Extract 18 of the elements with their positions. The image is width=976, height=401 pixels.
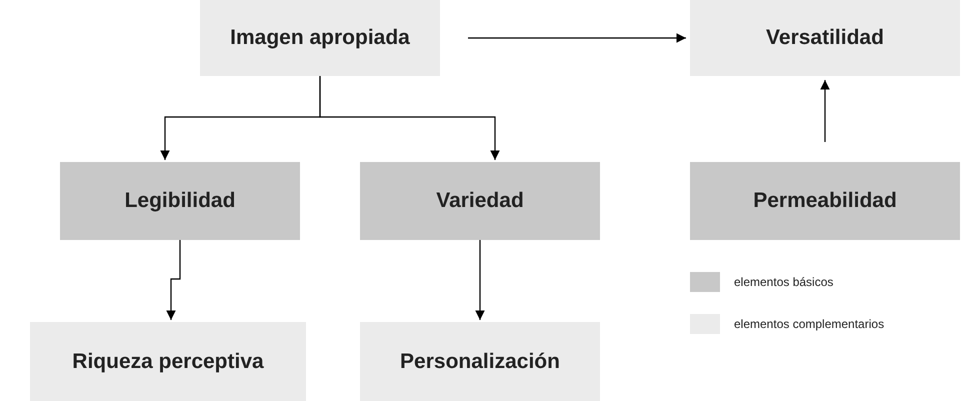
legend-label: elementos básicos [734, 274, 834, 291]
concept-box [690, 162, 960, 240]
arrow [820, 80, 830, 142]
box-label: Versatilidad [766, 25, 884, 52]
box-label: Imagen apropiada [230, 25, 410, 52]
arrow [319, 76, 500, 160]
arrow [475, 240, 485, 320]
arrow [468, 33, 686, 43]
concept-box [200, 0, 440, 76]
concept-box [60, 162, 300, 240]
box-label: Permeabilidad [753, 188, 897, 214]
box-label: Riqueza perceptiva [72, 348, 264, 375]
box-label: Variedad [436, 188, 524, 214]
legend-label: elementos complementarios [734, 316, 884, 333]
box-label: Legibilidad [124, 188, 236, 214]
arrow [166, 240, 181, 320]
concept-box [360, 162, 600, 240]
box-label: Personalización [400, 348, 560, 375]
